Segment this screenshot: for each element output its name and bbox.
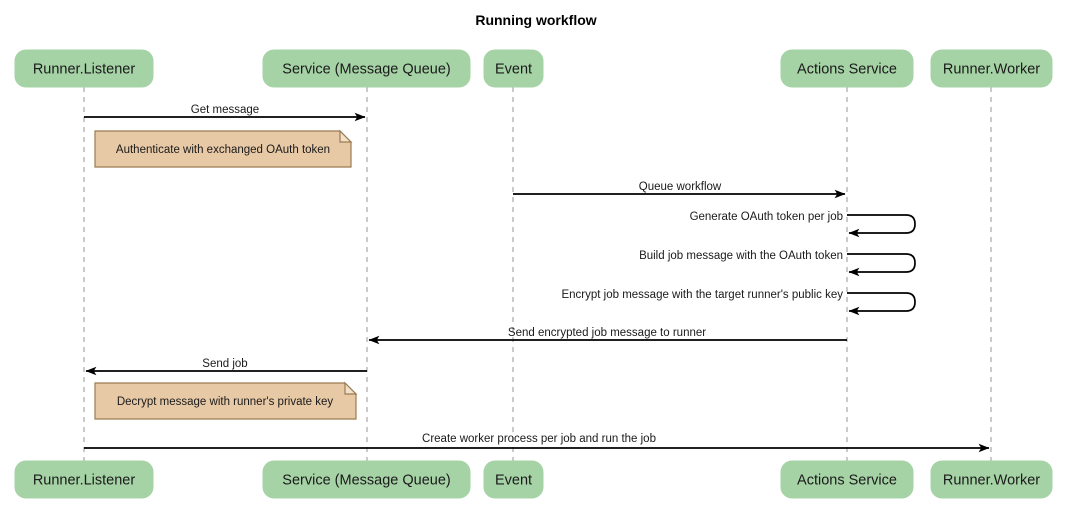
message-queue-workflow: Queue workflow <box>513 181 846 199</box>
message-label: Get message <box>191 104 259 116</box>
participant-actions_service-bottom[interactable]: Actions Service <box>780 460 914 499</box>
participant-box <box>262 460 471 499</box>
message-encrypt-job-message: Encrypt job message with the target runn… <box>561 289 916 316</box>
notes-group: Authenticate with exchanged OAuth tokenD… <box>94 129 358 420</box>
participant-label: Event <box>495 473 532 489</box>
message-build-job-message: Build job message with the OAuth token <box>639 250 916 277</box>
note-body <box>94 130 352 168</box>
note-decrypt-note: Decrypt message with runner's private ke… <box>94 381 358 420</box>
message-generate-oauth-token: Generate OAuth token per job <box>690 211 916 238</box>
participant-label: Runner.Worker <box>943 62 1040 78</box>
participant-label: Actions Service <box>797 62 897 78</box>
participant-box <box>262 49 471 88</box>
lifelines-group <box>83 87 992 461</box>
participant-box <box>930 49 1053 88</box>
participant-label: Service (Message Queue) <box>282 473 450 489</box>
participant-box <box>14 460 154 499</box>
participant-label: Runner.Listener <box>33 473 136 489</box>
participants-header-group: Runner.Listener Service (Message Queue) Ev… <box>14 49 1053 88</box>
message-create-worker-process: Create worker process per job and run th… <box>84 433 990 453</box>
participant-runner_listener-bottom[interactable]: Runner.Listener <box>14 460 154 499</box>
message-label: Create worker process per job and run th… <box>422 433 656 445</box>
participant-box <box>930 460 1053 499</box>
message-label: Send encrypted job message to runner <box>508 327 706 339</box>
participant-box <box>780 49 914 88</box>
participant-label: Event <box>495 62 532 78</box>
self-message-arrow <box>847 253 916 277</box>
page-title: Running workflow <box>475 12 596 28</box>
participant-event-top[interactable]: Event <box>483 49 544 88</box>
note-body <box>94 382 357 420</box>
note-label: Authenticate with exchanged OAuth token <box>116 144 330 156</box>
note-authenticate-note: Authenticate with exchanged OAuth token <box>94 129 353 168</box>
participant-box <box>14 49 154 88</box>
message-label: Encrypt job message with the target runn… <box>561 289 843 301</box>
participant-label: Service (Message Queue) <box>282 62 450 78</box>
self-message-arrow <box>847 214 916 238</box>
participant-runner_worker-top[interactable]: Runner.Worker <box>930 49 1053 88</box>
message-send-encrypted-job-message: Send encrypted job message to runner <box>368 327 847 345</box>
message-label: Build job message with the OAuth token <box>639 250 843 262</box>
participant-label: Actions Service <box>797 473 897 489</box>
participant-label: Runner.Listener <box>33 62 136 78</box>
participant-box <box>483 49 544 88</box>
participant-service_mq-bottom[interactable]: Service (Message Queue) <box>262 460 471 499</box>
participants-footer-group: Runner.Listener Service (Message Queue) Ev… <box>14 460 1053 499</box>
self-message-arrow <box>847 292 916 316</box>
participant-actions_service-top[interactable]: Actions Service <box>780 49 914 88</box>
participant-box <box>483 460 544 499</box>
note-fold-corner-icon <box>339 129 353 143</box>
message-label: Send job <box>202 358 247 370</box>
participant-label: Runner.Worker <box>943 473 1040 489</box>
note-fold-corner-icon <box>344 381 358 395</box>
participant-service_mq-top[interactable]: Service (Message Queue) <box>262 49 471 88</box>
participant-event-bottom[interactable]: Event <box>483 460 544 499</box>
message-label: Queue workflow <box>639 181 722 193</box>
message-send-job: Send job <box>85 358 367 376</box>
message-get-message: Get message <box>84 104 366 122</box>
participant-runner_worker-bottom[interactable]: Runner.Worker <box>930 460 1053 499</box>
participant-box <box>780 460 914 499</box>
participant-runner_listener-top[interactable]: Runner.Listener <box>14 49 154 88</box>
note-label: Decrypt message with runner's private ke… <box>117 396 334 408</box>
message-label: Generate OAuth token per job <box>690 211 843 223</box>
